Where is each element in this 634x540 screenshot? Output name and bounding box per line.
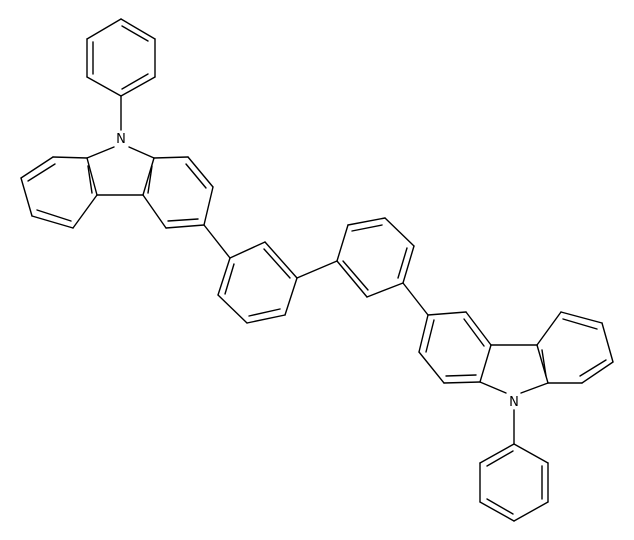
bottom-carbazole	[418, 311, 614, 394]
left-phenylene-ring	[217, 241, 298, 324]
right-phenylene-ring	[336, 217, 415, 298]
bottom-phenyl-ring	[479, 443, 549, 522]
top-carbazole-phenylene-bond	[203, 224, 231, 259]
top-carbazole	[20, 146, 214, 229]
nitrogen-label-top: N	[116, 132, 126, 147]
phenylene-bottom-carbazole-bond	[402, 282, 429, 316]
top-phenyl-ring	[86, 18, 156, 97]
nitrogen-label-bottom: N	[509, 395, 519, 410]
biphenyl-bond	[296, 260, 338, 279]
